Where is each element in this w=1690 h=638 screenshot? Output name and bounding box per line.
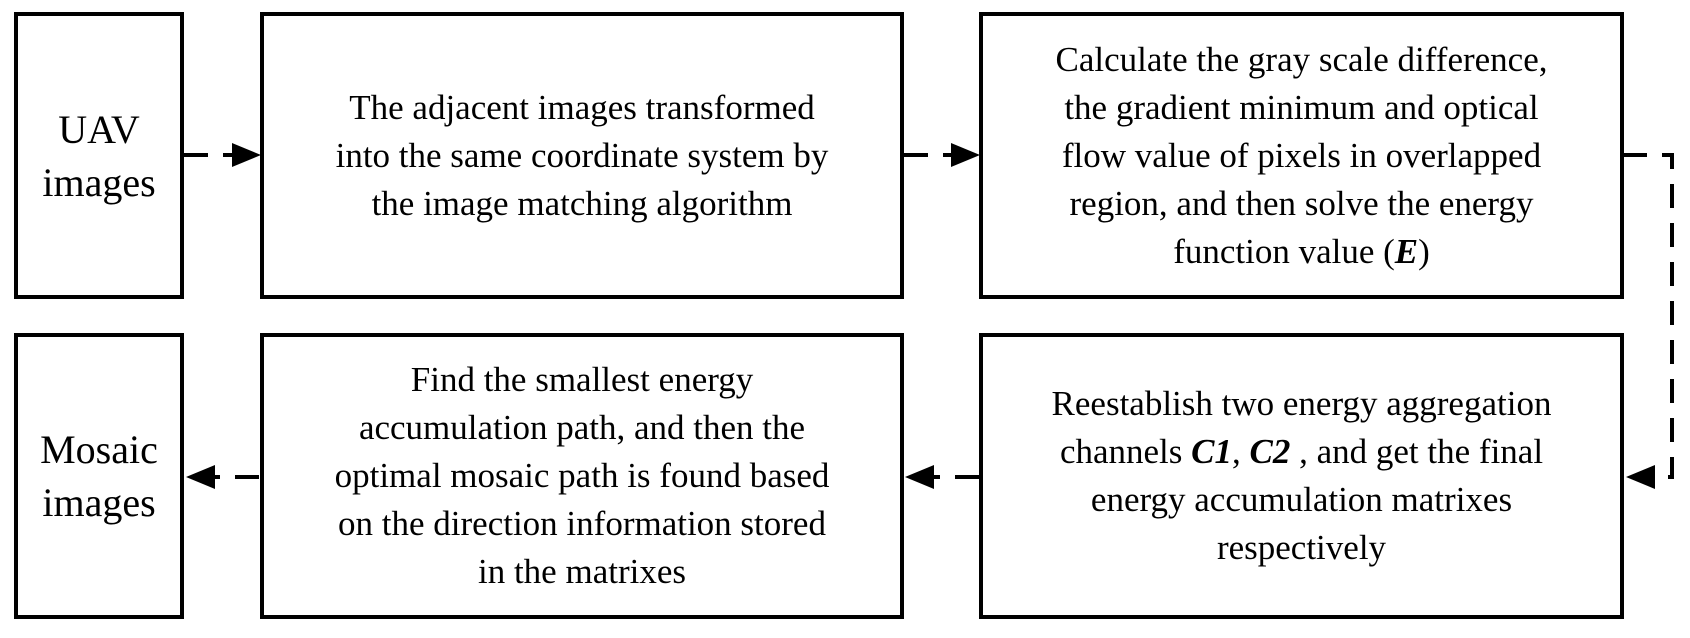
text-segment: Calculate the gray scale difference, <box>1055 39 1548 79</box>
text-line: the gradient minimum and optical <box>1064 84 1538 132</box>
text-line: channels C1, C2 , and get the final <box>1060 428 1543 476</box>
box-mosaic-path: Find the smallest energy accumulation pat… <box>260 333 904 619</box>
text-segment: respectively <box>1216 528 1387 567</box>
text-line: into the same coordinate system by <box>336 132 829 180</box>
arrow-energy-to-channels <box>1623 153 1674 479</box>
text-segment: images <box>42 480 156 525</box>
text-line: Calculate the gray scale difference, <box>1056 36 1548 84</box>
text-segment: function value ( <box>1173 231 1395 271</box>
text-segment: optimal mosaic path is found based <box>334 456 830 495</box>
text-line: images <box>42 156 155 209</box>
box-energy-channels: Reestablish two energy aggregation channe… <box>979 333 1624 619</box>
box-uav-images: UAV images <box>14 12 184 299</box>
text-segment: the image matching algorithm <box>371 183 793 223</box>
box-mosaic-images: Mosaic images <box>14 333 184 619</box>
arrowhead-uav-to-transform <box>232 143 261 167</box>
text-segment: Find the smallest energy <box>410 360 754 399</box>
emphasis-variable: C1 <box>1191 432 1232 471</box>
text-segment: the gradient minimum and optical <box>1064 87 1539 127</box>
text-line: flow value of pixels in overlapped <box>1062 132 1541 180</box>
text-line: in the matrixes <box>478 548 686 596</box>
text-segment: flow value of pixels in overlapped <box>1061 135 1542 175</box>
text-line: respectively <box>1217 524 1386 572</box>
text-line: energy accumulation matrixes <box>1091 476 1512 524</box>
text-line: function value (E) <box>1173 228 1430 276</box>
text-line: on the direction information stored <box>338 500 826 548</box>
text-line: accumulation path, and then the <box>359 404 805 452</box>
text-segment: energy accumulation matrixes <box>1090 480 1513 519</box>
text-line: region, and then solve the energy <box>1070 180 1534 228</box>
arrowhead-path-to-mosaic <box>186 465 215 489</box>
text-segment: images <box>42 159 156 205</box>
text-line: Find the smallest energy <box>411 356 754 404</box>
arrowhead-channels-to-path <box>905 465 934 489</box>
text-line: UAV <box>58 103 140 156</box>
text-segment: The adjacent images transformed <box>349 87 815 127</box>
emphasis-variable: E <box>1394 231 1419 271</box>
text-line: the image matching algorithm <box>372 180 793 228</box>
text-segment: accumulation path, and then the <box>358 408 806 447</box>
text-line: Mosaic <box>40 423 158 476</box>
text-segment: , and get the final <box>1290 432 1544 471</box>
text-segment: on the direction information stored <box>338 504 826 543</box>
arrowhead-transform-to-energy <box>951 143 980 167</box>
text-segment: Mosaic <box>40 427 158 472</box>
box-energy-function: Calculate the gray scale difference, the … <box>979 12 1624 299</box>
box-coordinate-transform: The adjacent images transformed into the … <box>260 12 904 299</box>
text-segment: region, and then solve the energy <box>1069 183 1534 223</box>
emphasis-variable: C2 <box>1249 432 1291 471</box>
text-segment: into the same coordinate system by <box>335 135 829 175</box>
text-segment: in the matrixes <box>477 552 686 591</box>
text-line: Reestablish two energy aggregation <box>1052 380 1552 428</box>
text-segment: , <box>1232 432 1250 471</box>
arrowhead-energy-to-channels <box>1626 465 1655 489</box>
text-segment: UAV <box>58 106 140 152</box>
text-line: optimal mosaic path is found based <box>335 452 830 500</box>
text-line: images <box>42 476 155 529</box>
text-segment: channels <box>1059 432 1192 471</box>
text-line: The adjacent images transformed <box>349 84 815 132</box>
text-segment: ) <box>1418 231 1430 271</box>
text-segment: Reestablish two energy aggregation <box>1051 384 1552 423</box>
